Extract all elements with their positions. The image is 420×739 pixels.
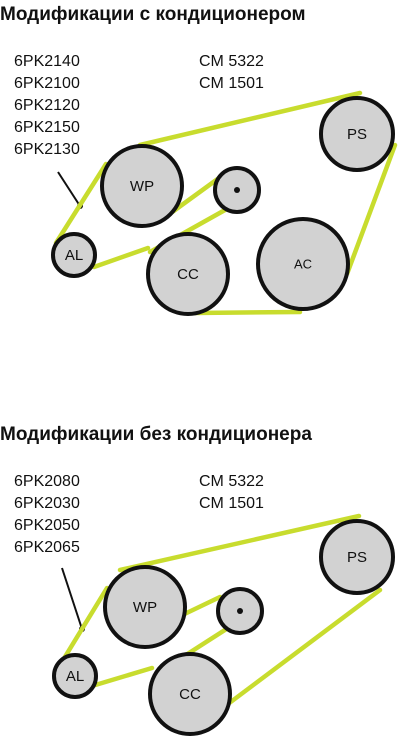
leader-line (61, 567, 83, 630)
tensioner-code: CM 1501 (199, 75, 264, 92)
belt (53, 90, 398, 316)
pulley-label-ps: PS (347, 549, 367, 566)
pulley-ps: PS (319, 519, 395, 595)
pulley-tensioner (213, 166, 261, 214)
tensioner-codes-without-ac: CM 5322 CM 1501 (199, 471, 264, 515)
pulley-al: AL (51, 232, 97, 278)
tensioner-code: CM 5322 (199, 473, 264, 490)
pulley-wp: WP (100, 144, 184, 228)
tensioner-codes-with-ac: CM 5322 CM 1501 (199, 51, 264, 95)
pulley-label-cc: CC (177, 266, 199, 283)
pulley-wp: WP (103, 565, 187, 649)
belt-code: 6PK2140 (14, 53, 80, 70)
belt-diagram-with-ac: PS WP AL CC AC (51, 90, 398, 316)
leader-line (57, 171, 81, 207)
diagram-title-with-ac: Модификации с кондиционером (0, 4, 306, 25)
pulley-al: AL (52, 653, 98, 699)
belt-codes-without-ac: 6PK2080 6PK2030 6PK2050 6PK2065 (14, 471, 80, 559)
belt-codes-with-ac: 6PK2140 6PK2100 6PK2120 6PK2150 6PK2130 (14, 51, 80, 161)
pulley-label-al: AL (66, 668, 84, 685)
belt-code: 6PK2030 (14, 495, 80, 512)
tensioner-code: CM 5322 (199, 53, 264, 70)
belt-code: 6PK2065 (14, 539, 80, 556)
belt-code: 6PK2150 (14, 119, 80, 136)
pulley-cc: CC (146, 232, 230, 316)
pulley-ps: PS (319, 96, 395, 172)
belt-code: 6PK2100 (14, 75, 80, 92)
pulley-label-cc: CC (179, 686, 201, 703)
pulley-ac: AC (256, 217, 350, 311)
pulley-label-wp: WP (133, 599, 157, 616)
pulley-label-ps: PS (347, 126, 367, 143)
pulley-cc: CC (148, 652, 232, 736)
belt-code: 6PK2120 (14, 97, 80, 114)
belt-code: 6PK2130 (14, 141, 80, 158)
pulley-label-al: AL (65, 247, 83, 264)
belt-code: 6PK2080 (14, 473, 80, 490)
tensioner-code: CM 1501 (199, 495, 264, 512)
pulley-tensioner (216, 587, 264, 635)
diagram-title-without-ac: Модификации без кондиционера (0, 424, 312, 445)
pulley-label-wp: WP (130, 178, 154, 195)
pulley-label-ac: AC (294, 256, 312, 271)
belt-code: 6PK2050 (14, 517, 80, 534)
